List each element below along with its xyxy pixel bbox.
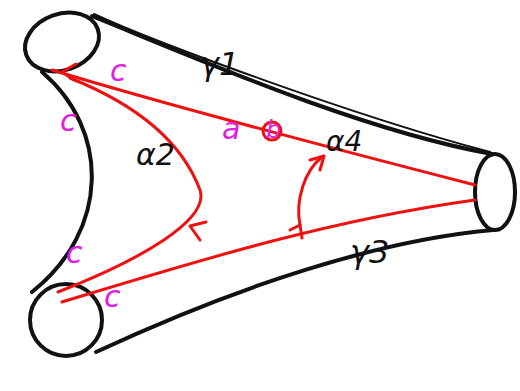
geodesic-left — [58, 78, 201, 292]
segment-label: c — [110, 56, 127, 86]
geodesic-bottom — [62, 200, 475, 302]
region-label: a — [222, 114, 240, 144]
segment-label: c — [66, 238, 83, 268]
outline-top — [92, 16, 492, 154]
curve-label: γ3 — [350, 236, 389, 268]
arrow-head — [190, 222, 206, 240]
outline-left — [32, 72, 92, 292]
curve-label: γ1 — [200, 48, 239, 80]
arrow-head — [310, 156, 324, 170]
geodesic-right — [299, 157, 322, 225]
outline-top-inner — [94, 14, 490, 152]
segment-label: c — [104, 282, 121, 312]
cuff-bottom-left — [30, 284, 102, 356]
arrow-head — [290, 225, 302, 238]
curve-label: α2 — [136, 140, 175, 170]
region-label: b — [266, 118, 281, 142]
segment-label: c — [60, 106, 77, 136]
geodesic-top — [52, 70, 475, 185]
cuff-right — [475, 154, 515, 230]
curve-label: α4 — [326, 128, 362, 156]
outline-bottom — [96, 230, 493, 352]
